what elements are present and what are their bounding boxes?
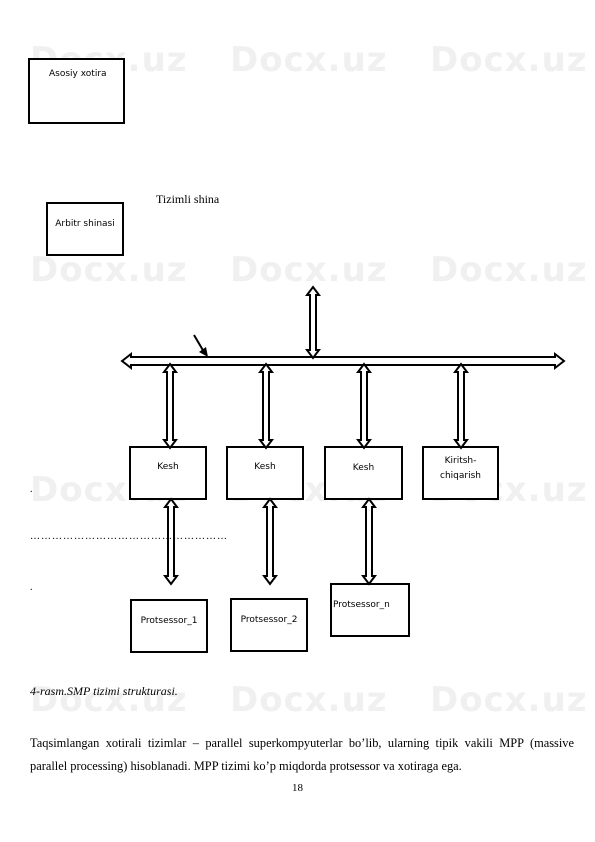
cache-2-to-processor-2-arrow	[262, 497, 278, 586]
bus-to-cache-n-arrow	[356, 362, 372, 450]
watermark: Docx.uz	[230, 680, 388, 720]
main-memory-box: Asosiy xotira	[28, 58, 125, 124]
bus-to-io-arrow	[453, 362, 469, 450]
bus-to-cache-2-arrow	[258, 362, 274, 450]
watermark: Docx.uz	[430, 40, 588, 80]
arbiter-pointer-arrowhead	[199, 347, 208, 357]
bus-to-cache-1-arrow	[162, 362, 178, 450]
main-memory-label: Asosiy xotira	[49, 69, 107, 79]
processor-box-2: Protsessor_2	[230, 598, 308, 652]
figure-caption: 4-rasm.SMP tizimi strukturasi.	[30, 684, 178, 698]
processor-box-n: Protsessor_n	[330, 583, 410, 637]
watermark: Docx.uz	[430, 250, 588, 290]
page-number: 18	[292, 782, 303, 794]
arbiter-bus-box: Arbitr shinasi	[46, 202, 124, 256]
cache-1-to-processor-1-arrow	[163, 497, 179, 586]
processor-box-1: Protsessor_1	[130, 599, 208, 653]
dotted-line: ………………………………………………	[30, 531, 228, 542]
arbiter-bus-label: Arbitr shinasi	[55, 219, 115, 229]
watermark: Docx.uz	[230, 250, 388, 290]
watermark: Docx.uz	[30, 680, 188, 720]
io-box: Kiritsh-chiqarish	[422, 446, 499, 500]
arbiter-pointer-arrow	[193, 334, 205, 353]
processor-label: Protsessor_2	[240, 615, 298, 625]
dot-mark: .	[30, 582, 33, 593]
cache-label: Kesh	[352, 463, 375, 473]
system-bus-label: Tizimli shina	[156, 192, 220, 206]
bus-vertical-arrow	[305, 285, 321, 360]
processor-label: Protsessor_n	[333, 600, 390, 610]
watermark: Docx.uz	[30, 250, 188, 290]
watermark: Docx.uz	[230, 40, 388, 80]
dot-mark: .	[30, 484, 33, 495]
watermark: Docx.uz	[430, 680, 588, 720]
cache-label: Kesh	[157, 462, 179, 472]
cache-box-1: Kesh	[129, 446, 207, 500]
system-bus-arrow	[120, 351, 566, 371]
body-paragraph: Taqsimlangan xotirali tizimlar – paralle…	[30, 736, 574, 773]
io-label: Kiritsh-chiqarish	[440, 456, 481, 481]
cache-box-2: Kesh	[226, 446, 304, 500]
cache-n-to-processor-n-arrow	[361, 497, 377, 586]
cache-label: Kesh	[254, 462, 276, 472]
processor-label: Protsessor_1	[140, 616, 198, 626]
